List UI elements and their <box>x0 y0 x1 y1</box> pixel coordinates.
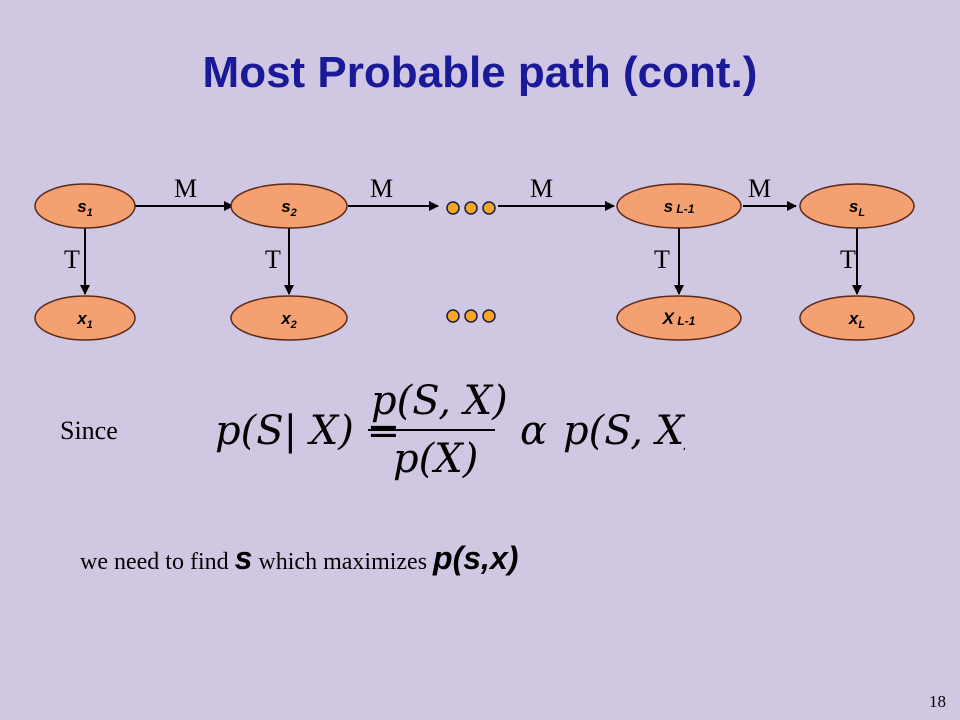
transition-label: M <box>748 174 771 203</box>
svg-text:s L-1: s L-1 <box>664 197 695 216</box>
transition-label: M <box>174 174 197 203</box>
formula-denominator: p(X) <box>393 436 478 482</box>
since-label: Since <box>60 416 118 445</box>
formula-numerator: p(S, X) <box>371 378 508 424</box>
svg-text:xL: xL <box>848 309 865 331</box>
svg-text:X L-1: X L-1 <box>662 309 696 328</box>
transition-label: M <box>530 174 553 203</box>
svg-text:s1: s1 <box>77 197 93 219</box>
observation-node: x2 <box>230 295 348 341</box>
svg-text:s2: s2 <box>281 197 297 219</box>
state-node: s L-1 <box>616 183 742 229</box>
state-ellipsis-dots <box>446 201 496 215</box>
conclusion-text: we need to find s which maximizes p(s,x) <box>80 540 518 577</box>
emission-label: T <box>64 245 80 274</box>
emission-label: T <box>265 245 281 274</box>
emission-label: T <box>654 245 670 274</box>
conclusion-expr: p(s,x) <box>433 540 519 576</box>
conclusion-var: s <box>234 540 253 576</box>
conclusion-prefix: we need to find <box>80 549 235 575</box>
conclusion-middle: which maximizes <box>252 549 434 575</box>
svg-text:x2: x2 <box>280 309 297 331</box>
page-title: Most Probable path (cont.) <box>202 48 758 97</box>
observation-node: x1 <box>34 295 136 341</box>
observation-node: xL <box>799 295 915 341</box>
transition-label: M <box>370 174 393 203</box>
observation-ellipsis-dots <box>446 309 496 323</box>
state-node: sL <box>799 183 915 229</box>
proportional-symbol: α <box>520 408 547 454</box>
hmm-diagram: M M M M T T T T s1 s2 s L-1 sL x1 x2 X L… <box>34 174 915 341</box>
state-node: s2 <box>230 183 348 229</box>
svg-text:sL: sL <box>849 197 865 219</box>
observation-node: X L-1 <box>616 295 742 341</box>
bayes-formula: p(S| X) = p(S, X) p(X) α p(S, X) <box>215 378 685 482</box>
state-node: s1 <box>34 183 136 229</box>
page-number: 18 <box>929 692 946 711</box>
emission-label: T <box>840 245 856 274</box>
formula-rhs: p(S, X) <box>563 408 685 454</box>
svg-text:x1: x1 <box>76 309 93 331</box>
